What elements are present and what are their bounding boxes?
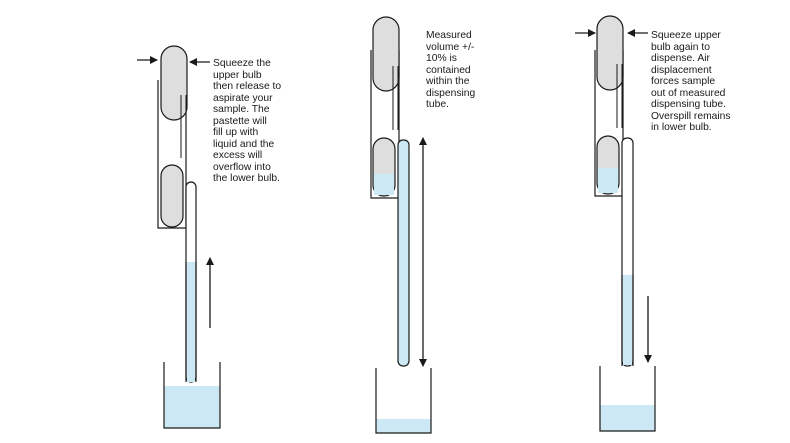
- step-1-pastette: [157, 45, 197, 383]
- step-3-caption: Squeeze upper bulb again to dispense. Ai…: [651, 30, 731, 133]
- step-2-illustration: [370, 16, 432, 434]
- step-1-lower-bulb: [160, 164, 184, 228]
- step-1-illustration: [137, 45, 221, 429]
- step-3-pastette: [594, 15, 634, 367]
- step-2-beaker: [375, 368, 432, 434]
- step-2-upper-bulb: [372, 16, 400, 92]
- step-3-upper-bulb: [596, 15, 624, 91]
- step-2-caption: Measured volume +/- 10% is contained wit…: [426, 30, 476, 110]
- step-1-upper-bulb: [160, 45, 188, 121]
- step-2-dispensing-tube: [397, 139, 410, 367]
- step-1-beaker: [163, 362, 221, 429]
- step-3-beaker: [599, 366, 656, 432]
- step-3-illustration: [575, 15, 656, 432]
- step-1-caption: Squeeze the upper bulb then release to a…: [213, 58, 282, 184]
- step-2-pastette: [370, 16, 410, 367]
